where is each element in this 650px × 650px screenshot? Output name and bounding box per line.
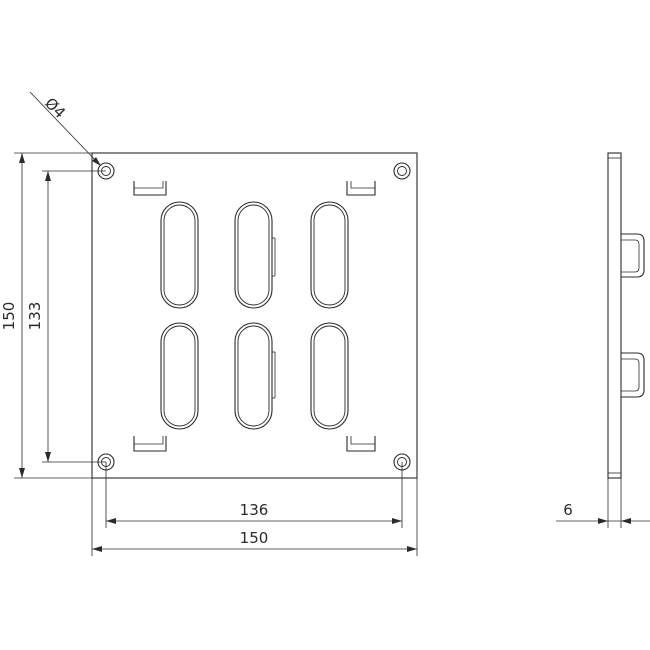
slot-bottom-center bbox=[234, 322, 276, 430]
side-clip-upper bbox=[621, 233, 645, 278]
thickness-dimension-6: 6 bbox=[556, 478, 650, 528]
overall-width-label: 150 bbox=[240, 529, 269, 547]
width-dimension-150: 150 bbox=[91, 478, 418, 556]
slot-top-right bbox=[310, 201, 349, 309]
overall-height-label: 150 bbox=[0, 302, 18, 331]
side-clip-lower bbox=[621, 352, 645, 398]
side-view bbox=[607, 152, 645, 479]
clip-top-left bbox=[133, 181, 167, 196]
slot-top-left bbox=[160, 201, 199, 309]
clip-bottom-left bbox=[133, 436, 167, 452]
side-plate-outline bbox=[607, 152, 622, 479]
clip-top-right bbox=[346, 181, 376, 196]
thickness-label: 6 bbox=[563, 501, 573, 519]
slot-bottom-left bbox=[160, 322, 199, 430]
hole-diameter-label: Ø4 bbox=[41, 94, 69, 122]
width-dimension-136: 136 bbox=[105, 462, 403, 528]
hole-spacing-horizontal-label: 136 bbox=[240, 501, 269, 519]
hole-spacing-vertical-label: 133 bbox=[26, 302, 44, 331]
front-view bbox=[91, 152, 418, 479]
slot-top-center bbox=[234, 201, 276, 309]
slot-bottom-right bbox=[310, 322, 349, 430]
mounting-hole-top-right bbox=[393, 162, 411, 180]
height-dimension-133: 133 bbox=[26, 170, 106, 463]
hole-diameter-callout: Ø4 bbox=[29, 91, 101, 166]
clip-bottom-right bbox=[346, 436, 376, 452]
height-dimension-150: 150 bbox=[0, 152, 92, 479]
